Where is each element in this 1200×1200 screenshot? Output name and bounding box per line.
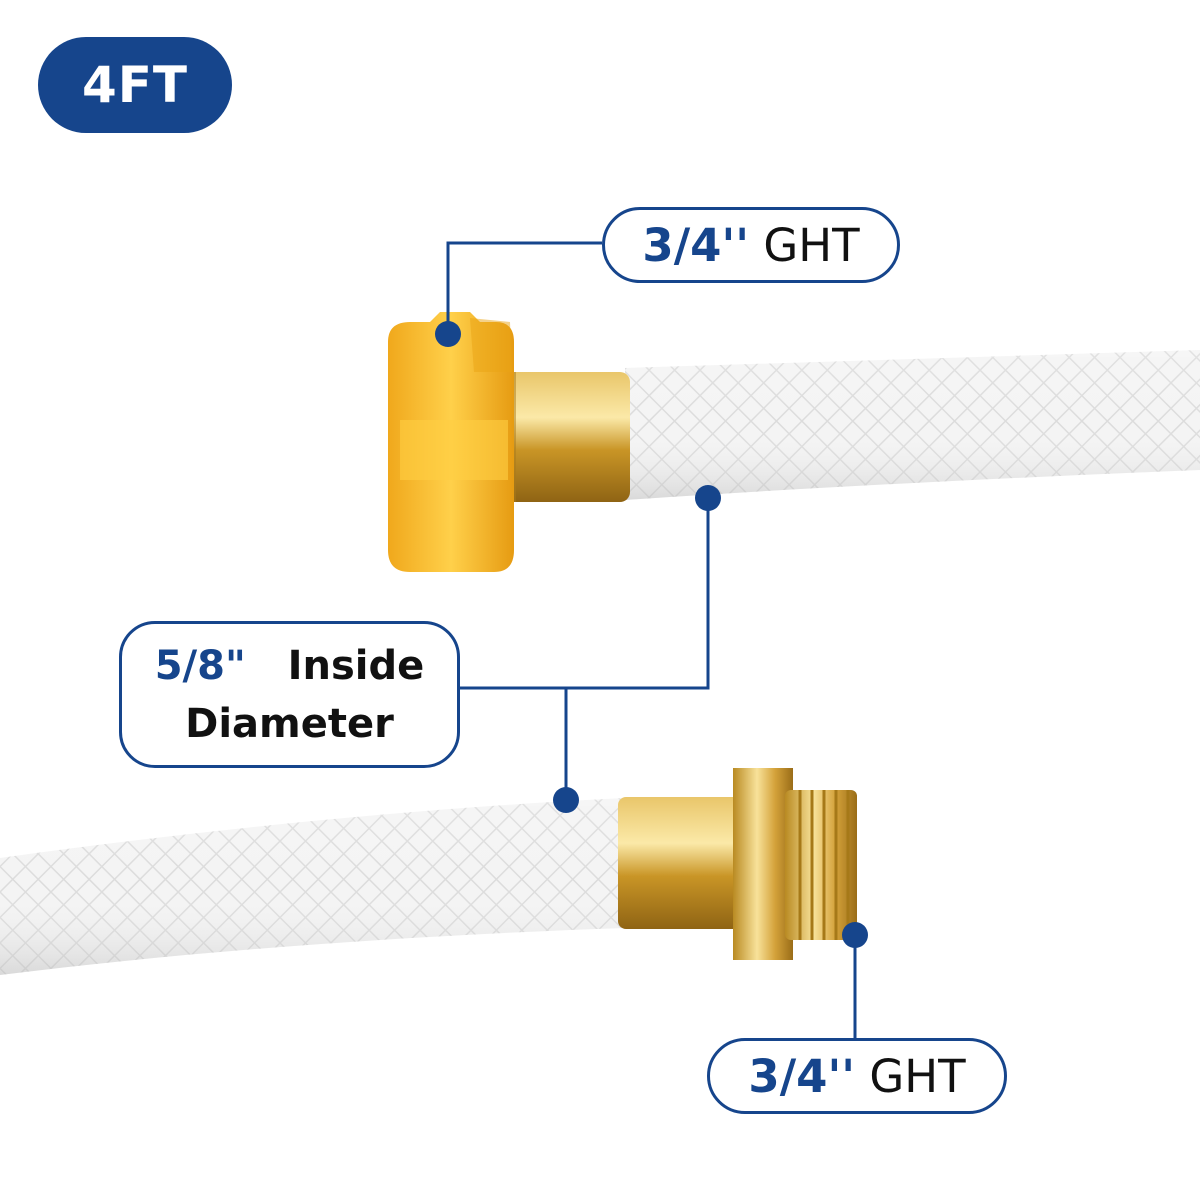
callout-top-text: GHT <box>763 218 860 272</box>
dot-lower-hose <box>553 787 579 813</box>
callout-mid-size: 5/8" <box>154 642 246 689</box>
callout-bottom-size: 3/4'' <box>748 1049 856 1103</box>
dot-upper-hose <box>695 485 721 511</box>
leader-line-top <box>446 241 602 334</box>
dot-cap <box>435 321 461 347</box>
lower-brass-fitting <box>618 768 857 960</box>
callout-inside-diameter: 5/8" Inside Diameter <box>119 621 460 768</box>
callout-top-thread: 3/4'' GHT <box>602 207 900 283</box>
length-badge: 4FT <box>38 37 232 133</box>
length-badge-label: 4FT <box>81 56 189 114</box>
upper-hose <box>625 350 1200 500</box>
upper-brass-ferrule <box>500 372 630 502</box>
lower-hose <box>0 798 625 975</box>
callout-mid-line1: 5/8" Inside <box>155 637 425 695</box>
callout-bottom-text: GHT <box>869 1049 966 1103</box>
callout-mid-word1: Inside <box>287 642 425 689</box>
leader-lines <box>446 241 857 1038</box>
dot-lower-fitting <box>842 922 868 948</box>
callout-top-size: 3/4'' <box>642 218 750 272</box>
callout-bottom-thread: 3/4'' GHT <box>707 1038 1007 1114</box>
leader-line-middle-up <box>460 498 710 690</box>
callout-dots <box>435 321 868 948</box>
yellow-swivel-cap <box>388 312 514 572</box>
callout-mid-line2: Diameter <box>185 700 394 747</box>
